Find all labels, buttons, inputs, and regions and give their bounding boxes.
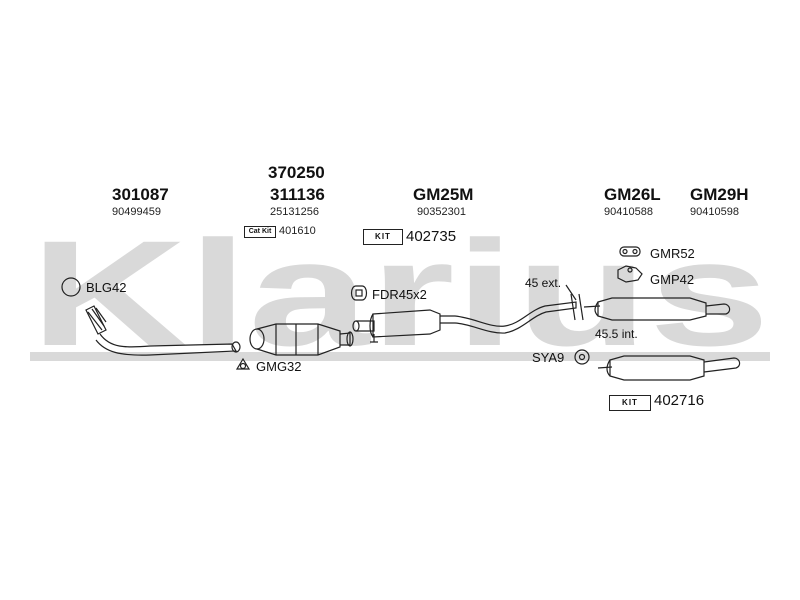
part-number: GM29H	[690, 185, 749, 204]
gasket-blg42-icon	[61, 277, 81, 297]
front-pipe	[85, 305, 241, 356]
joint-clamp-icon	[570, 293, 584, 321]
rubber-gmr52-icon	[619, 246, 641, 257]
fitting-label-gmr52: GMR52	[650, 246, 695, 261]
kit-badge: KIT	[363, 229, 403, 245]
pointer-line	[565, 284, 577, 301]
kit-number: 402716	[654, 392, 705, 409]
cat-kit-badge: Cat Kit	[244, 226, 276, 238]
part-number: 311136	[270, 185, 325, 204]
cat-kit-number: 401610	[279, 225, 316, 237]
rear-silencer-upper	[583, 297, 731, 321]
part-number: 370250	[268, 163, 325, 182]
catalyst	[249, 323, 354, 356]
front-silencer	[352, 301, 577, 343]
sya9-icon	[574, 349, 590, 365]
part-number: 301087	[112, 185, 169, 204]
oe-reference: 90352301	[417, 206, 466, 218]
kit-number: 402735	[406, 228, 457, 245]
fitting-label-blg42: BLG42	[86, 280, 127, 295]
oe-reference: 90410598	[690, 206, 739, 218]
fitting-label-gmg32: GMG32	[256, 359, 302, 374]
fitting-label-fdr45: FDR45x2	[372, 287, 427, 302]
oe-reference: 90410588	[604, 206, 653, 218]
part-number: GM25M	[413, 185, 474, 204]
kit-badge: KIT	[609, 395, 651, 411]
oe-reference: 90499459	[112, 206, 161, 218]
part-number: GM26L	[604, 185, 661, 204]
note-ext: 45 ext.	[525, 276, 562, 290]
fitting-label-gmp42: GMP42	[650, 272, 695, 287]
note-int: 45.5 int.	[595, 327, 638, 341]
watermark-underline	[30, 352, 770, 361]
clamp-fdr45-icon	[350, 285, 368, 301]
fitting-label-sya9: SYA9	[532, 350, 565, 365]
rear-silencer-lower	[597, 355, 741, 381]
oe-reference: 25131256	[270, 206, 319, 218]
hanger-gmp42-icon	[617, 265, 643, 283]
gasket-gmg32-icon	[235, 357, 251, 370]
